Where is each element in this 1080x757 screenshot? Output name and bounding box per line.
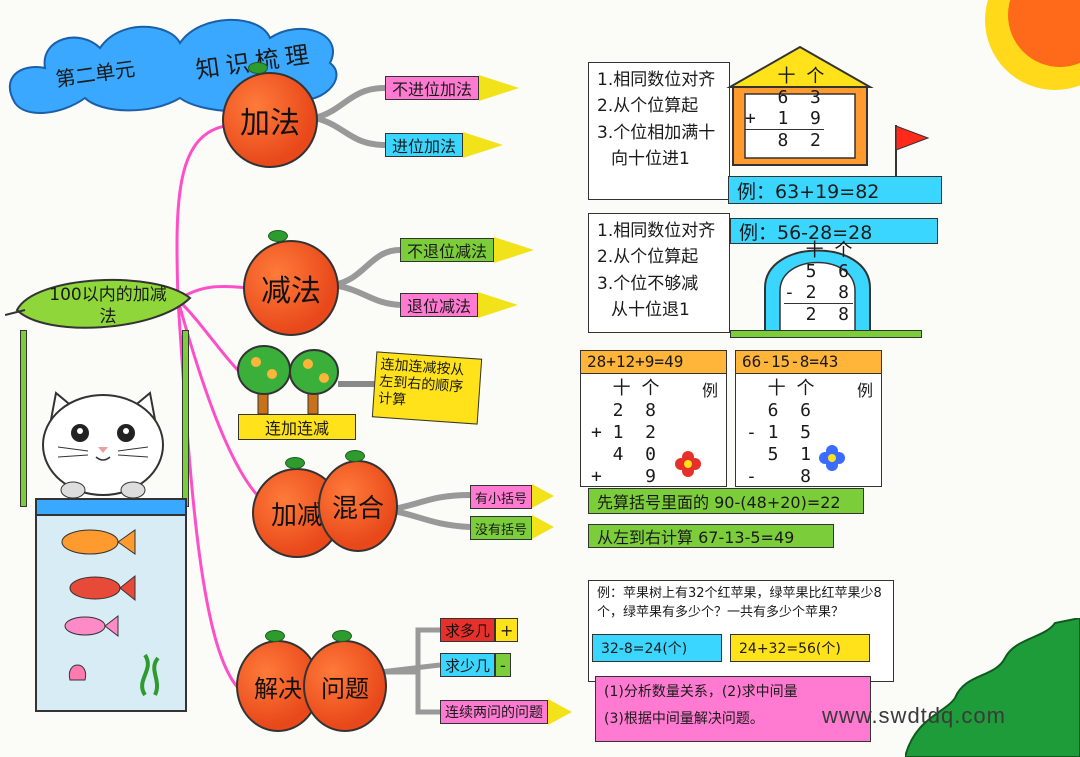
solve-more-pencil[interactable]: 求多几 +: [440, 618, 519, 642]
pencil-tip-icon: [479, 75, 520, 101]
calc-line: 8 2: [745, 129, 825, 151]
rule-line: 1.相同数位对齐: [597, 221, 716, 241]
sub-item-label: 不退位减法: [400, 238, 495, 262]
flower-icon: [675, 451, 701, 477]
cat-illustration: [42, 391, 164, 499]
sub-rules-note: 1.相同数位对齐 2.从个位算起 3.个位不够减 从十位退1: [588, 213, 730, 333]
solve-eq-1: 32-8=24(个): [592, 634, 722, 662]
fish-decorations: [61, 529, 160, 697]
sub-no-borrow-pencil[interactable]: 不退位减法: [400, 237, 535, 263]
rule-line: 2.从个位算起: [597, 247, 699, 268]
pencil-tip-icon: [494, 237, 535, 263]
add-house: [726, 45, 874, 166]
leaf-stem-right: [182, 330, 189, 507]
hill-decoration: [905, 618, 1080, 757]
chain-calc-1: 28+12+9=49 例 十 个 2 8 + 1 2 4 0 + 9 4 9: [580, 350, 727, 509]
add-no-carry-pencil[interactable]: 不进位加法: [385, 75, 520, 101]
calc-line: 5 6: [784, 261, 850, 282]
central-topic: 100以内的加减法: [49, 285, 167, 328]
mixed-no-brackets-pencil[interactable]: 没有括号: [470, 515, 555, 540]
rule-line: 3.个位不够减: [597, 273, 699, 294]
calc-line: - 2 8: [784, 282, 850, 303]
add-rules-note: 1.相同数位对齐 2.从个位算起 3.个位相加满十 向十位进1: [588, 62, 730, 200]
solve-eq-2: 24+32=56(个): [730, 634, 870, 662]
leaf-icon: [345, 450, 365, 462]
pencil-tip-icon: [548, 699, 572, 725]
grass-strip: [730, 330, 922, 338]
solve-less-pencil[interactable]: 求少几 -: [440, 653, 511, 677]
leaf-icon: [332, 630, 352, 642]
solve-item-label: 求少几: [440, 653, 496, 677]
chain-book: 连加连减按从左到右的顺序计算: [371, 351, 483, 425]
rule-line: 2.从个位算起: [597, 96, 699, 117]
solve-item-label: 连续两问的问题: [440, 700, 548, 724]
add-carry-pencil[interactable]: 进位加法: [385, 132, 504, 158]
add-item-label: 不进位加法: [385, 76, 480, 100]
solve-item-label: 求多几: [440, 618, 496, 642]
rule-line: 1.相同数位对齐: [597, 70, 716, 90]
rule-line: 向十位进1: [611, 149, 690, 170]
leaf-stem: [20, 330, 27, 507]
flag-icon: [895, 125, 930, 178]
sub-item-label: 退位减法: [400, 293, 479, 317]
mixed-with-brackets-pencil[interactable]: 有小括号: [470, 484, 555, 509]
pencil-tip-icon: [532, 484, 555, 508]
calc-line: 2 8: [784, 303, 853, 325]
sub-example: 例：56-28=28: [730, 218, 938, 244]
flower-icon: [819, 445, 845, 471]
leaf-icon: [265, 630, 285, 642]
rule-line: 3.个位相加满十: [597, 122, 716, 143]
solve-two-step-pencil[interactable]: 连续两问的问题: [440, 699, 572, 725]
mixed-note-2: 从左到右计算 67-13-5=49: [588, 524, 834, 548]
chain-label[interactable]: 连加连减: [238, 414, 356, 440]
solve-item-op: +: [495, 618, 519, 642]
calc-head: 66-15-8=43: [736, 351, 881, 374]
mixed-item-label: 没有括号: [470, 516, 533, 540]
leaf-icon: [285, 457, 305, 469]
calc-body: 十 个 2 8 + 1 2 4 0 + 9 4 9: [591, 378, 660, 509]
add-node[interactable]: 加法: [222, 72, 318, 168]
sub-arch: [764, 249, 871, 334]
sub-vertical-calc: 十 个 5 6- 2 8 2 8: [784, 240, 853, 325]
calc-line: 十 个: [784, 240, 853, 261]
solve-example-note: 例：苹果树上有32个红苹果，绿苹果比红苹果少8个，绿苹果有多少个？一共有多少个苹…: [588, 580, 894, 682]
mixed-node-b[interactable]: 混合: [318, 460, 398, 552]
tree-icon: [237, 345, 339, 415]
solve-item-op: -: [495, 653, 511, 677]
calc-head: 28+12+9=49: [581, 351, 726, 374]
calc-line: 十 个: [745, 66, 825, 87]
calc-line: 6 3: [745, 87, 821, 108]
add-item-label: 进位加法: [385, 133, 464, 157]
pencil-tip-icon: [532, 515, 555, 539]
add-example: 例：63+19=82: [728, 176, 942, 204]
rule-line: 从十位退1: [611, 300, 690, 321]
add-vertical-calc: 十 个 6 3+ 1 9 8 2: [745, 66, 825, 151]
sub-borrow-pencil[interactable]: 退位减法: [400, 292, 519, 318]
step-line: (3)根据中间量解决问题。: [604, 710, 764, 727]
leaf-icon: [248, 62, 268, 74]
chain-calc-2: 66-15-8=43 例 十 个 6 6 - 1 5 5 1 - 8 4 3: [735, 350, 882, 509]
mixed-note-1: 先算括号里面的 90-(48+20)=22: [588, 488, 864, 514]
example-tag: 例: [701, 381, 718, 400]
calc-line: + 1 9: [745, 108, 821, 129]
solve-example-text: 例：苹果树上有32个红苹果，绿苹果比红苹果少8个，绿苹果有多少个？一共有多少个苹…: [597, 586, 882, 620]
example-tag: 例: [856, 381, 873, 400]
sub-node[interactable]: 减法: [243, 240, 339, 336]
step-line: (1)分析数量关系，(2)求中间量: [604, 684, 798, 700]
solve-node-b[interactable]: 问题: [303, 640, 387, 732]
pencil-tip-icon: [463, 132, 504, 158]
solve-steps-note: (1)分析数量关系，(2)求中间量 (3)根据中间量解决问题。: [595, 676, 871, 742]
watermark: www.swdtdq.com: [822, 703, 1006, 728]
pencil-tip-icon: [478, 292, 519, 318]
mixed-item-label: 有小括号: [470, 485, 533, 509]
central-leaf: [5, 279, 192, 329]
leaf-icon: [268, 230, 288, 242]
sun-decoration: [985, 0, 1080, 90]
